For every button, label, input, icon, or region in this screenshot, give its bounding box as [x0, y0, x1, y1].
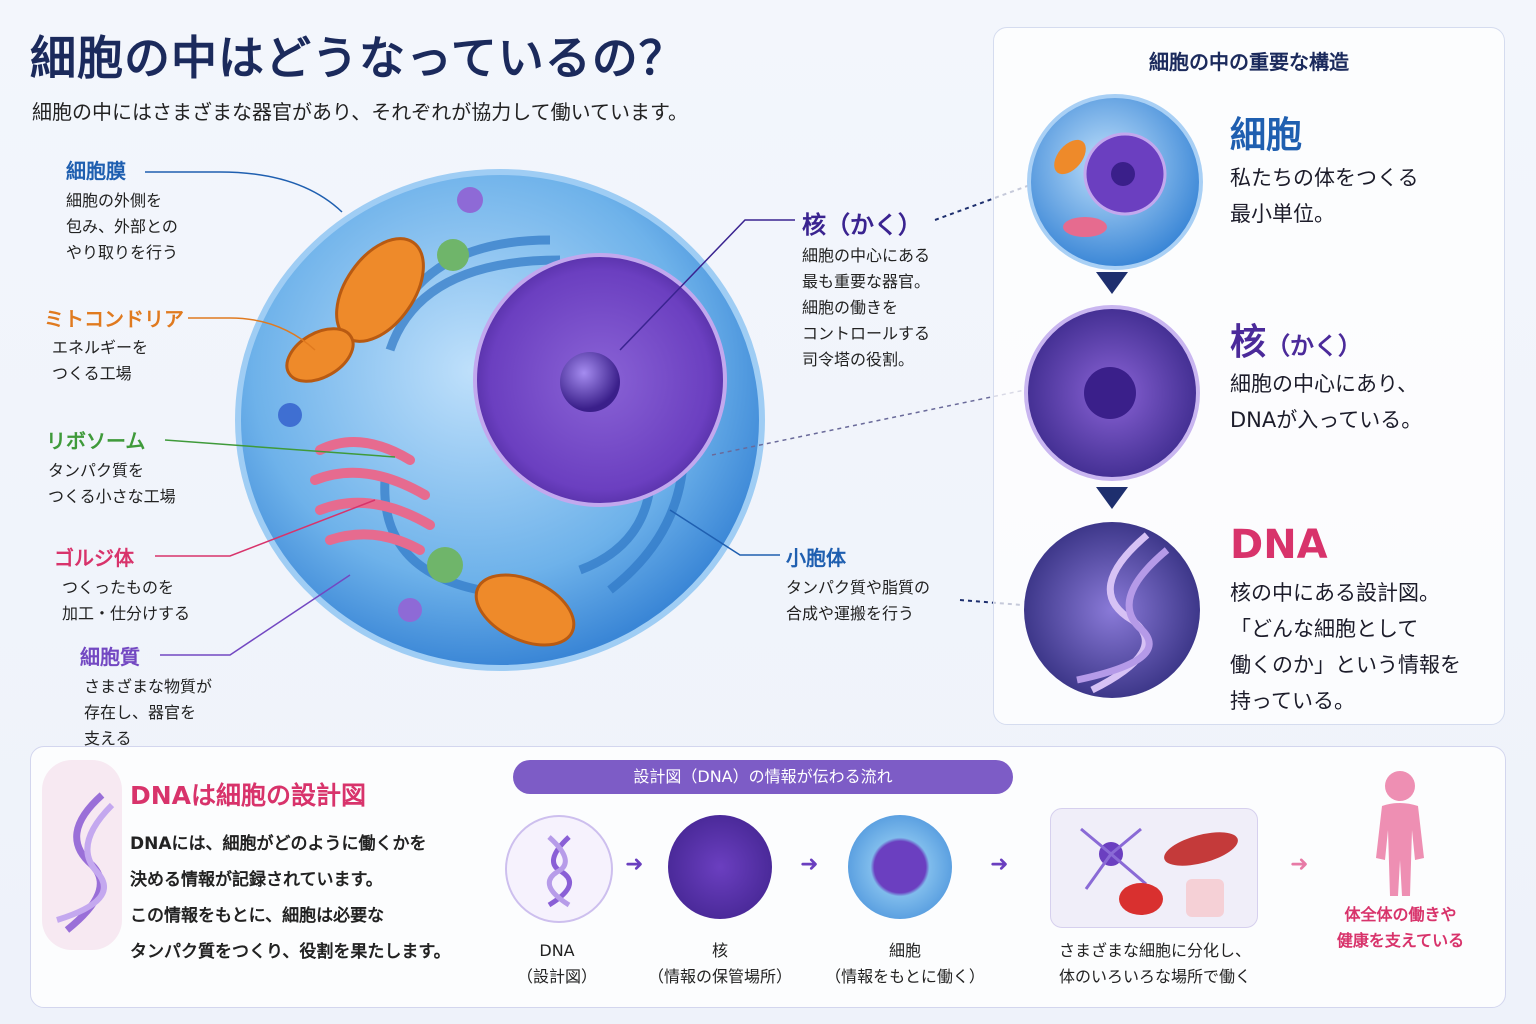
- nucleus-thumb: [1024, 305, 1200, 481]
- down-arrow-icon: [1096, 272, 1128, 294]
- panel-cell-desc: 私たちの体をつくる 最小単位。: [1230, 166, 1419, 226]
- flow-label-dna: DNA （設計図）: [516, 941, 597, 986]
- vesicle-shape: [437, 239, 469, 271]
- panel-nucleus-name: 核（かく）: [1230, 322, 1363, 363]
- panel-dna-desc: 核の中にある設計図。 「どんな細胞として 働くのか」という情報を 持っている。: [1230, 581, 1461, 713]
- label-cytoplasm: 細胞質: [80, 645, 140, 669]
- desc-membrane: 細胞の外側を 包み、外部との やり取りを行う: [66, 191, 179, 262]
- mitochondria-shape: [474, 573, 576, 647]
- flow-nucleus-circle: [668, 815, 772, 919]
- flow-arrow-icon: ➜: [625, 852, 644, 877]
- desc-golgi: つくったものを 加工・仕分けする: [62, 578, 191, 623]
- vesicle-shape: [427, 547, 463, 583]
- desc-cytoplasm: さまざまな物質が 存在し、器官を 支える: [84, 677, 213, 748]
- panel-dna-name: DNA: [1230, 522, 1328, 568]
- cell-illustration: [235, 169, 765, 671]
- vesicle-shape: [278, 403, 302, 427]
- label-ribosome: リボソーム: [46, 429, 146, 453]
- flow-cells-box: [1050, 808, 1258, 928]
- various-cells-icon: [1080, 827, 1238, 917]
- flow-cell-circle: [848, 815, 952, 919]
- desc-mitochondria: エネルギーを つくる工場: [52, 338, 149, 383]
- flow-label-body: 体全体の働きや 健康を支えている: [1336, 905, 1465, 950]
- dna-box-desc: DNAには、細胞がどのように働くかを 決める情報が記録されています。 この情報を…: [130, 834, 451, 962]
- mitochondria-shape: [285, 327, 355, 383]
- flow-title: 設計図（DNA）の情報が伝わる流れ: [513, 760, 1013, 794]
- down-arrow-icon: [1096, 487, 1128, 509]
- flow-label-nucleus: 核 （情報の保管場所）: [647, 941, 792, 986]
- flow-arrow-icon: ➜: [1290, 852, 1309, 877]
- desc-ribosome: タンパク質を つくる小さな工場: [48, 461, 176, 506]
- dna-helix-icon: [546, 835, 572, 908]
- golgi-shape: [310, 437, 435, 555]
- label-nucleus: 核（かく）: [802, 211, 922, 239]
- panel-title: 細胞の中の重要な構造: [1149, 50, 1349, 74]
- flow-label-cell: 細胞 （情報をもとに働く）: [825, 941, 985, 986]
- label-membrane: 細胞膜: [66, 159, 126, 183]
- flow-label-differentiation: さまざまな細胞に分化し、 体のいろいろな場所で働く: [1058, 941, 1251, 986]
- vesicle-shape: [457, 187, 483, 213]
- dna-helix-icon: [42, 760, 122, 950]
- vesicle-shape: [398, 598, 422, 622]
- page-title: 細胞の中はどうなっているの？: [30, 31, 686, 85]
- flow-dna-circle: [505, 815, 613, 923]
- dna-thumb: [1024, 522, 1200, 698]
- flow-arrow-icon: ➜: [990, 852, 1009, 877]
- label-er: 小胞体: [786, 546, 846, 570]
- dna-box-title: DNAは細胞の設計図: [130, 781, 367, 810]
- panel-nucleus-desc: 細胞の中心にあり、 DNAが入っている。: [1230, 372, 1423, 432]
- human-body-icon: [1376, 771, 1424, 896]
- label-mitochondria: ミトコンドリア: [44, 307, 184, 331]
- desc-er: タンパク質や脂質の 合成や運搬を行う: [786, 578, 931, 623]
- flow-arrow-icon: ➜: [800, 852, 819, 877]
- nucleolus-shape: [560, 352, 620, 412]
- desc-nucleus: 細胞の中心にある 最も重要な器官。 細胞の働きを コントロールする 司令塔の役割…: [802, 246, 931, 369]
- label-golgi: ゴルジ体: [54, 546, 134, 570]
- page-subtitle: 細胞の中にはさまざまな器官があり、それぞれが協力して働いています。: [32, 100, 688, 124]
- cell-thumb: [1027, 94, 1203, 270]
- panel-cell-name: 細胞: [1230, 115, 1303, 156]
